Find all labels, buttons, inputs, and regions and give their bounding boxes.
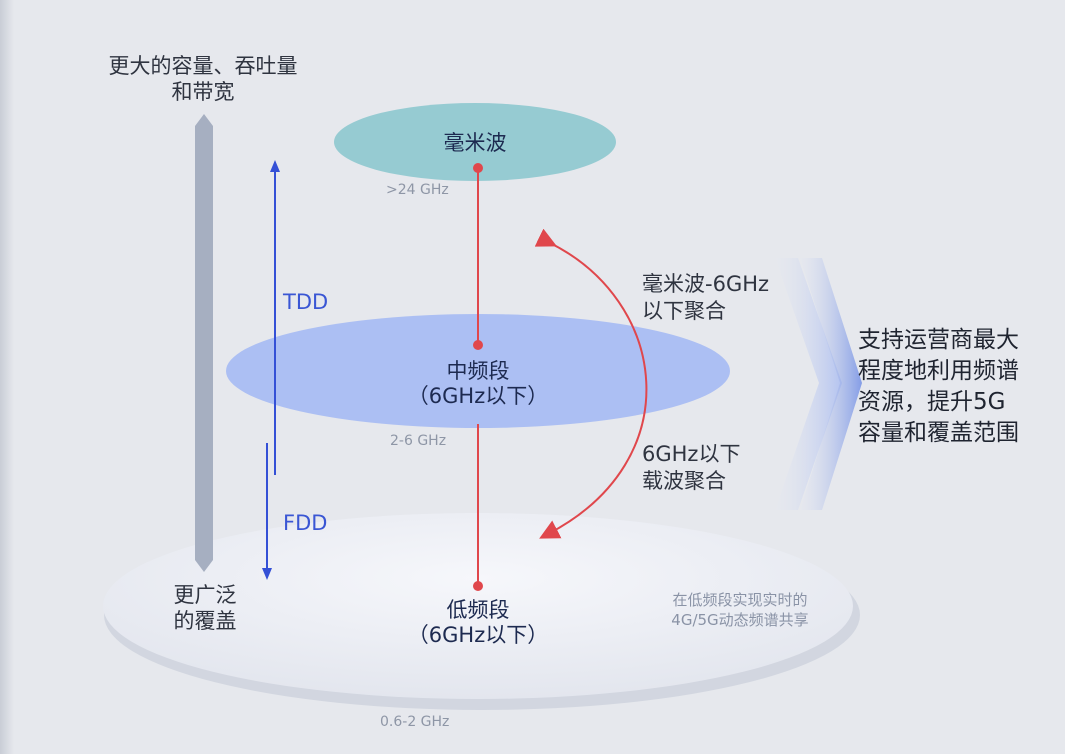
mmwave-ellipse [334,103,616,181]
fdd-arrow-head [262,568,272,580]
low-band-ellipse [103,513,853,699]
low-band-name: 低频段 （6GHz以下） [407,598,549,647]
mmwave-name: 毫米波 [443,131,507,155]
mid-band-freq: 2-6 GHz [390,433,447,449]
left-edge-shade [0,0,14,754]
low-band-freq: 0.6-2 GHz [380,714,450,730]
mid-band-ellipse [226,314,730,428]
aggregation-curve-arrow [534,228,648,539]
connector-dot-low [473,581,483,591]
connector-dot-mid [473,340,483,350]
connector-dot-mmwave [473,163,483,173]
mmwave-sub6-aggregation-label: 毫米波-6GHz 以下聚合 [642,272,770,323]
conclusion-chevron-back [775,258,842,510]
capacity-coverage-bar [195,114,213,572]
conclusion-text: 支持运营商最大 程度地利用频谱 资源，提升5G 容量和覆盖范围 [858,327,1019,446]
mmwave-freq: >24 GHz [386,182,449,198]
fdd-label: FDD [283,511,328,535]
tdd-arrow-head [270,160,280,172]
conclusion-chevron-front [800,258,862,510]
sub6-carrier-aggregation-label: 6GHz以下 载波聚合 [642,442,741,493]
tdd-label: TDD [283,290,329,314]
mid-band-name: 中频段 （6GHz以下） [407,359,549,408]
capacity-label: 更大的容量、吞吐量 和带宽 [108,54,298,104]
low-band-dss-note: 在低频段实现实时的 4G/5G动态频谱共享 [671,591,809,629]
coverage-label: 更广泛 的覆盖 [173,583,237,633]
